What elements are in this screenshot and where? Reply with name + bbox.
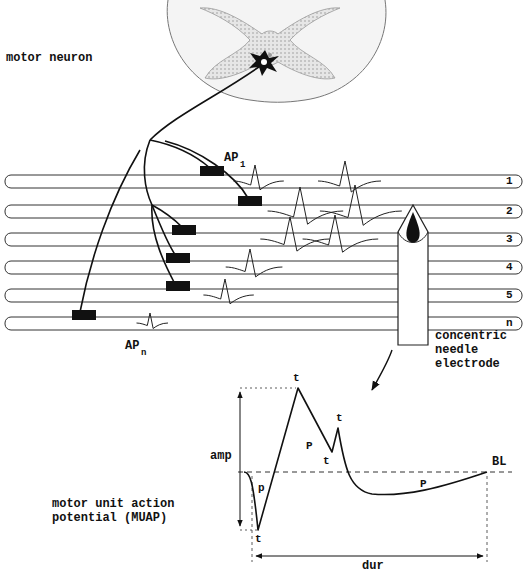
- needle-electrode: [372, 205, 428, 390]
- motor-neuron-symbol: [249, 50, 279, 76]
- spinal-cord: [167, 0, 386, 102]
- waveform-point: t: [293, 372, 300, 385]
- muap-waveform: [238, 388, 512, 562]
- action-potential-spike: [268, 187, 344, 224]
- fibre-action-potentials: [137, 161, 402, 329]
- dimension-label: dur: [362, 560, 384, 574]
- waveform-point: t: [336, 412, 343, 425]
- phase-label: p: [258, 482, 265, 495]
- end-plates: [72, 166, 262, 320]
- baseline-label: BL: [492, 456, 506, 470]
- fibre-number: 4: [506, 261, 513, 274]
- phase-label: P: [306, 440, 313, 453]
- action-potential-spike: [320, 185, 402, 225]
- fibre-number: 3: [506, 233, 513, 246]
- waveform-point: t: [255, 533, 262, 546]
- action-potential-spike: [203, 279, 253, 304]
- signal-subscript: n: [141, 348, 146, 358]
- action-potential-spike: [318, 161, 381, 192]
- signal-subscript: 1: [240, 160, 245, 170]
- fibre-number: 5: [506, 289, 513, 302]
- part-label: motor neuron: [6, 52, 92, 66]
- part-label: motor unit action potential (MUAP): [52, 498, 182, 526]
- dimension-label: amp: [210, 450, 232, 464]
- muscle-fibres: [5, 175, 522, 330]
- action-potential-spike: [226, 249, 283, 277]
- axon: [80, 64, 263, 312]
- action-potential-spike: [137, 313, 169, 329]
- phase-label: P: [420, 478, 427, 491]
- fibre-number: 1: [506, 175, 513, 188]
- action-potential-spike: [303, 215, 379, 252]
- signal-name: AP: [125, 340, 139, 354]
- part-label: concentric needle electrode: [435, 330, 525, 371]
- fibre-number: n: [506, 317, 513, 330]
- signal-name: AP: [224, 152, 238, 166]
- action-potential-spike: [260, 217, 329, 251]
- fibre-number: 2: [506, 205, 513, 218]
- waveform-point: t: [323, 455, 330, 468]
